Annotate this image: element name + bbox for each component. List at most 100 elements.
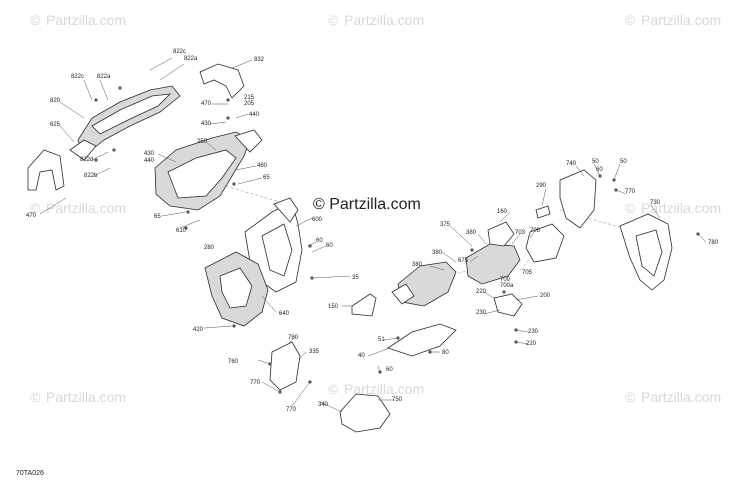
copyright-symbol: © <box>30 12 41 28</box>
part-wedge <box>351 293 377 317</box>
callout-470-top: 470 <box>201 101 212 107</box>
callout-625: 625 <box>50 122 61 128</box>
watermark-bottom-right: © Partzilla.com <box>625 389 721 405</box>
callout-50-b: 50 <box>620 159 627 165</box>
part-side-panel <box>204 251 269 327</box>
copyright-symbol: © <box>625 12 636 28</box>
callout-703: 703 <box>515 230 526 236</box>
part-dash-housing <box>154 129 263 211</box>
watermark-text: Partzilla.com <box>641 389 721 405</box>
part-center-console <box>391 221 565 317</box>
callout-610: 610 <box>176 228 187 234</box>
watermark-text: Partzilla.com <box>641 200 721 216</box>
callout-65: 65 <box>154 214 161 220</box>
callout-832: 832 <box>254 57 265 63</box>
callout-250: 250 <box>197 139 208 145</box>
callout-220-a: 220 <box>476 289 487 295</box>
callout-760: 760 <box>228 359 239 365</box>
watermark-bottom-left: © Partzilla.com <box>30 389 126 405</box>
watermark-text: Partzilla.com <box>46 200 126 216</box>
watermark-text: Partzilla.com <box>641 12 721 28</box>
callout-822c-top: 822c <box>173 49 186 55</box>
copyright-symbol: © <box>30 389 41 405</box>
callout-470: 470 <box>26 213 37 219</box>
watermark-mid-left: © Partzilla.com <box>30 200 126 216</box>
callout-460: 460 <box>257 163 268 169</box>
copyright-symbol: © <box>30 200 41 216</box>
part-lower-bracket <box>269 341 301 391</box>
callout-60-b: 60 <box>326 243 333 249</box>
watermark-mid-right: © Partzilla.com <box>625 200 721 216</box>
callout-35: 35 <box>352 275 359 281</box>
callout-675: 675 <box>458 258 469 264</box>
callout-80: 80 <box>442 350 449 356</box>
fasteners <box>94 86 700 394</box>
part-lower-plate <box>387 323 457 357</box>
callout-705: 705 <box>522 270 533 276</box>
watermark-top-left: © Partzilla.com <box>30 12 126 28</box>
callout-440-top: 440 <box>249 112 260 118</box>
callout-205: 205 <box>244 101 255 107</box>
part-right-housing <box>619 213 673 291</box>
callout-60-right: 60 <box>596 167 603 173</box>
watermark-text: Partzilla.com <box>344 381 424 397</box>
callout-740: 740 <box>566 161 577 167</box>
callout-280: 280 <box>204 245 215 251</box>
callout-430-top: 430 <box>201 121 212 127</box>
callout-600: 600 <box>312 217 323 223</box>
callout-822a: 822a <box>97 74 111 80</box>
callout-51: 51 <box>378 337 385 343</box>
callout-380-b: 380 <box>432 250 443 256</box>
part-right-bracket <box>535 169 597 229</box>
callout-822b: 822b <box>84 173 98 179</box>
part-column-cover <box>244 197 303 293</box>
callout-200: 200 <box>540 293 551 299</box>
callout-820: 820 <box>50 98 61 104</box>
callout-420: 420 <box>193 327 204 333</box>
callout-150: 150 <box>328 304 339 310</box>
callout-730: 730 <box>650 200 661 206</box>
copyright-symbol: © <box>625 389 636 405</box>
leader-lines <box>39 57 707 413</box>
part-bottom-cover <box>339 393 391 433</box>
watermark-top-center: © Partzilla.com <box>328 12 424 28</box>
callout-770-a: 770 <box>250 380 261 386</box>
callout-220-b: 220 <box>526 341 537 347</box>
watermark-text: Partzilla.com <box>46 12 126 28</box>
callout-700: 700 <box>500 277 511 283</box>
copyright-symbol: © <box>328 12 339 28</box>
callout-40: 40 <box>358 353 365 359</box>
callout-770-right: 770 <box>625 189 636 195</box>
callout-65-right: 65 <box>263 175 270 181</box>
callout-822a-top: 822a <box>184 56 198 62</box>
watermark-bottom-center: © Partzilla.com <box>328 381 424 397</box>
callout-706: 706 <box>530 228 541 234</box>
callout-380-a: 380 <box>466 230 477 236</box>
callout-822d: 822d <box>80 157 93 163</box>
callout-230-a: 230 <box>476 310 487 316</box>
copyright-symbol: © <box>328 381 339 397</box>
callout-430: 430 <box>144 151 155 157</box>
callout-770-b: 770 <box>286 407 297 413</box>
watermark-top-right: © Partzilla.com <box>625 12 721 28</box>
callout-labels: 822c 822a 832 822c 822a 820 470 215 205 … <box>26 49 719 413</box>
callout-700a: 700a <box>500 283 514 289</box>
callout-375: 375 <box>440 222 451 228</box>
diagram-code: 70TA026 <box>16 470 44 477</box>
callout-50-a: 50 <box>592 159 599 165</box>
watermark-text: Partzilla.com <box>344 12 424 28</box>
watermark-text: Partzilla.com <box>46 389 126 405</box>
center-watermark: © Partzilla.com <box>313 196 421 213</box>
callout-380-c: 380 <box>412 262 423 268</box>
callout-335: 335 <box>309 349 320 355</box>
callout-822c: 822c <box>71 74 84 80</box>
callout-290: 290 <box>536 183 547 189</box>
callout-230-b: 230 <box>528 329 539 335</box>
callout-340: 340 <box>318 402 329 408</box>
callout-60-a: 60 <box>316 238 323 244</box>
callout-215: 215 <box>244 95 255 101</box>
callout-750: 750 <box>392 397 403 403</box>
part-upper-frame <box>27 63 245 191</box>
callout-60-low: 60 <box>386 367 393 373</box>
